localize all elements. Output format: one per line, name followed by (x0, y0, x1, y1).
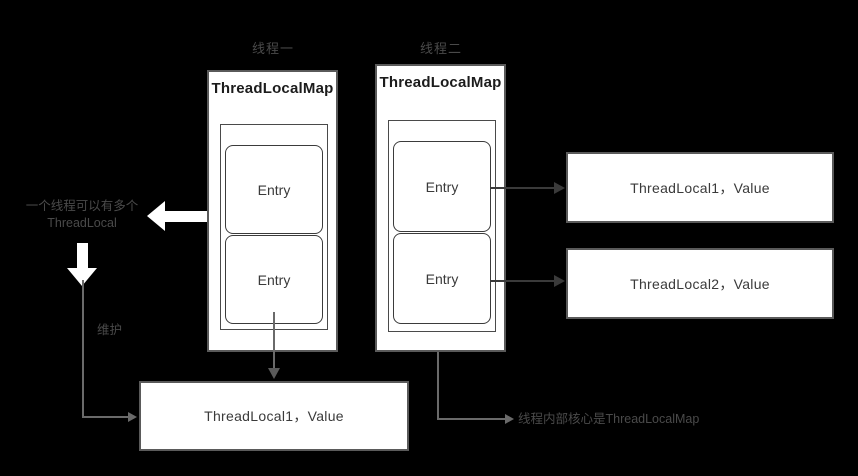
arrowhead-to-threadlocal2 (554, 275, 565, 287)
thread-one-caption: 线程一 (251, 41, 294, 56)
note-maintain: 维护 (97, 323, 123, 337)
block-arrow-down-shaft (77, 243, 88, 271)
entry-cell: Entry (225, 145, 323, 234)
block-arrow-left-shaft (165, 211, 207, 222)
value-box-bottom-threadlocal1: ThreadLocal1，Value (139, 381, 409, 451)
note-multi-threadlocal-line1: 一个线程可以有多个 (25, 199, 139, 213)
value-box-threadlocal1: ThreadLocal1，Value (566, 152, 834, 223)
note-core-is-threadlocalmap: 线程内部核心是ThreadLocalMap (518, 412, 700, 426)
entry-cell: Entry (393, 141, 491, 232)
arrowhead-to-bottom-box (268, 368, 280, 379)
threadlocalmap-title-two: ThreadLocalMap (379, 74, 502, 91)
threadlocalmap-box-thread-one: ThreadLocalMap Entry Entry (207, 70, 338, 352)
entry-table-two: Entry Entry (388, 120, 496, 332)
arrowhead-to-core-note (505, 414, 514, 424)
connector-map-to-core-note-horizontal (437, 418, 507, 420)
note-multi-threadlocal: 一个线程可以有多个 ThreadLocal (20, 198, 144, 232)
note-multi-threadlocal-line2: ThreadLocal (47, 216, 117, 230)
threadlocalmap-box-thread-two: ThreadLocalMap Entry Entry (375, 64, 506, 352)
block-arrow-down-head (67, 268, 97, 286)
threadlocalmap-title-one: ThreadLocalMap (211, 80, 334, 97)
connector-maintain-horizontal (82, 416, 130, 418)
arrowhead-to-threadlocal1 (554, 182, 565, 194)
connector-entry1-to-threadlocal1 (490, 187, 555, 189)
entry-cell: Entry (225, 235, 323, 324)
block-arrow-left-head (147, 201, 165, 231)
connector-maintain-vertical (82, 280, 84, 417)
connector-entry2-to-threadlocal2 (490, 280, 555, 282)
entry-table-one: Entry Entry (220, 124, 328, 330)
entry-cell: Entry (393, 233, 491, 324)
value-box-threadlocal2: ThreadLocal2，Value (566, 248, 834, 319)
thread-two-caption: 线程二 (419, 41, 462, 56)
arrowhead-maintain (128, 412, 137, 422)
connector-map-to-core-note-vertical (437, 352, 439, 419)
connector-entry-to-bottom-box (273, 312, 275, 370)
